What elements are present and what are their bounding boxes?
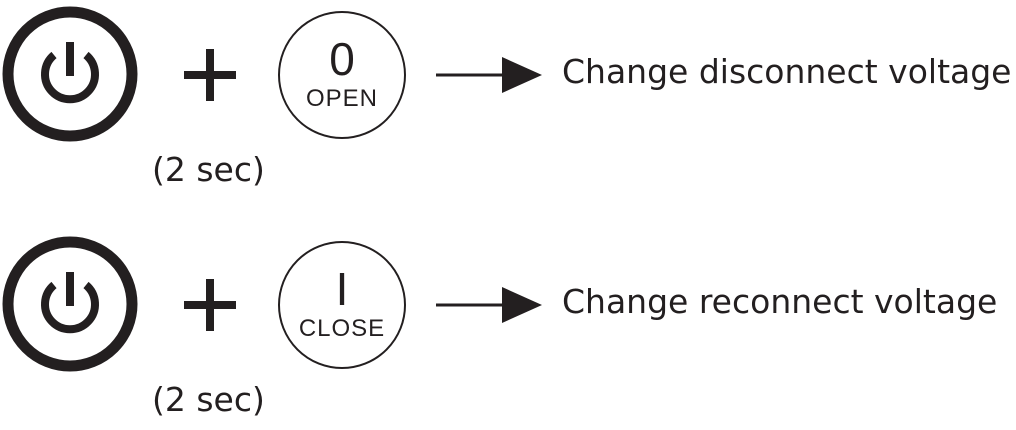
- instruction-row-reconnect: I CLOSE Change reconnect voltage (2 sec): [0, 230, 1016, 430]
- key-label: CLOSE: [298, 315, 386, 342]
- close-key-button-icon: I CLOSE: [278, 241, 406, 369]
- key-symbol: I: [335, 263, 349, 315]
- hold-duration: (2 sec): [152, 150, 265, 189]
- power-button-icon: [2, 236, 138, 372]
- action-text: Change disconnect voltage: [562, 52, 1012, 91]
- action-text: Change reconnect voltage: [562, 282, 998, 321]
- key-label: OPEN: [305, 85, 378, 112]
- hold-duration: (2 sec): [152, 380, 265, 419]
- key-symbol: 0: [329, 33, 355, 85]
- plus-icon: [184, 279, 236, 331]
- instruction-row-disconnect: 0 OPEN Change disconnect voltage (2 sec): [0, 0, 1016, 200]
- power-button-icon: [2, 6, 138, 142]
- arrow-right-icon: [436, 287, 542, 323]
- open-key-button-icon: 0 OPEN: [278, 11, 406, 139]
- arrow-right-icon: [436, 57, 542, 93]
- plus-icon: [184, 49, 236, 101]
